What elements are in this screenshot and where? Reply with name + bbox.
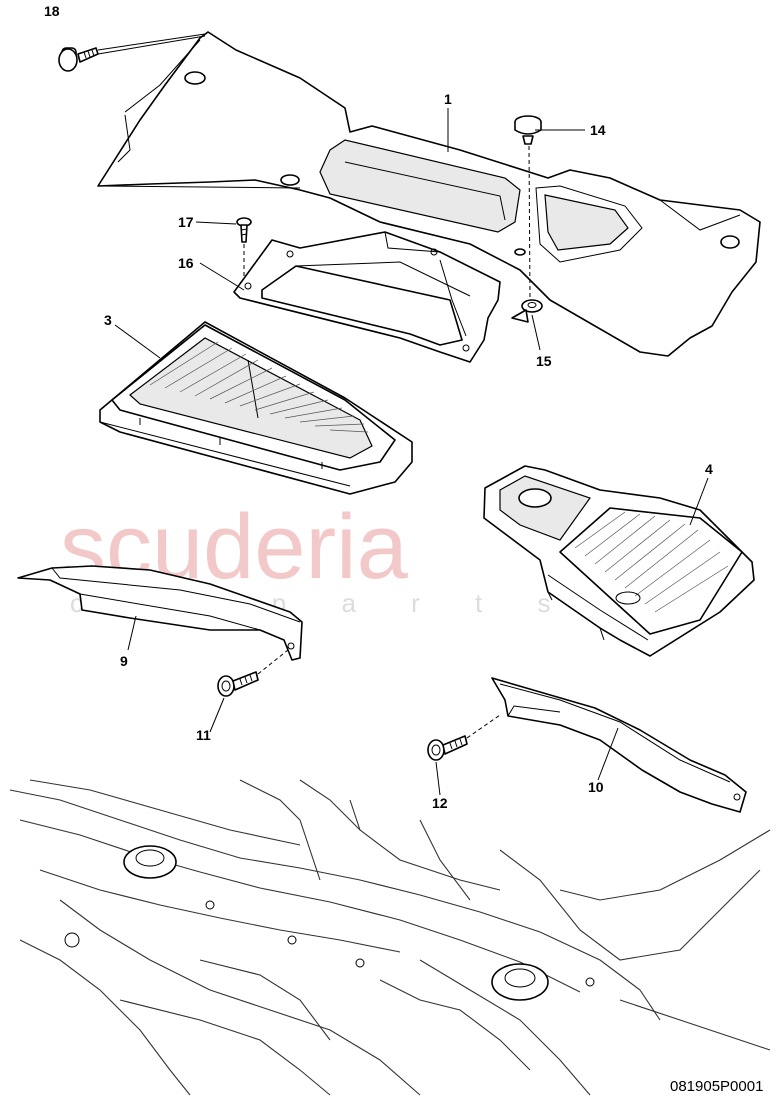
part-4-filter-housing [483, 465, 755, 657]
callout-4: 4 [705, 461, 713, 477]
part-9-cover-strip [17, 565, 303, 661]
callout-10: 10 [588, 779, 604, 795]
part-10-cover-strip [491, 677, 747, 813]
part-17-screw [236, 217, 252, 243]
part-1-plenum-cover [97, 31, 761, 357]
callout-16: 16 [178, 255, 194, 271]
callout-18: 18 [44, 3, 60, 19]
part-18-screw [58, 47, 99, 72]
part-12-screw [427, 735, 468, 761]
part-15-nut [511, 299, 543, 323]
part-11-screw [217, 671, 259, 697]
callout-1: 1 [444, 91, 452, 107]
document-number: 081905P0001 [670, 1078, 763, 1095]
callout-12: 12 [432, 795, 448, 811]
callout-11: 11 [196, 727, 211, 743]
vehicle-body-structure [9, 779, 771, 1096]
callout-15: 15 [536, 353, 552, 369]
callout-leaders [114, 108, 709, 796]
part-3-air-filter [99, 321, 413, 495]
part-16-bracket [233, 231, 501, 363]
callouts: 18 1 14 17 16 3 15 4 9 11 10 12 [44, 3, 713, 811]
callout-17: 17 [178, 214, 194, 230]
callout-9: 9 [120, 653, 128, 669]
callout-14: 14 [590, 122, 606, 138]
callout-3: 3 [104, 312, 112, 328]
